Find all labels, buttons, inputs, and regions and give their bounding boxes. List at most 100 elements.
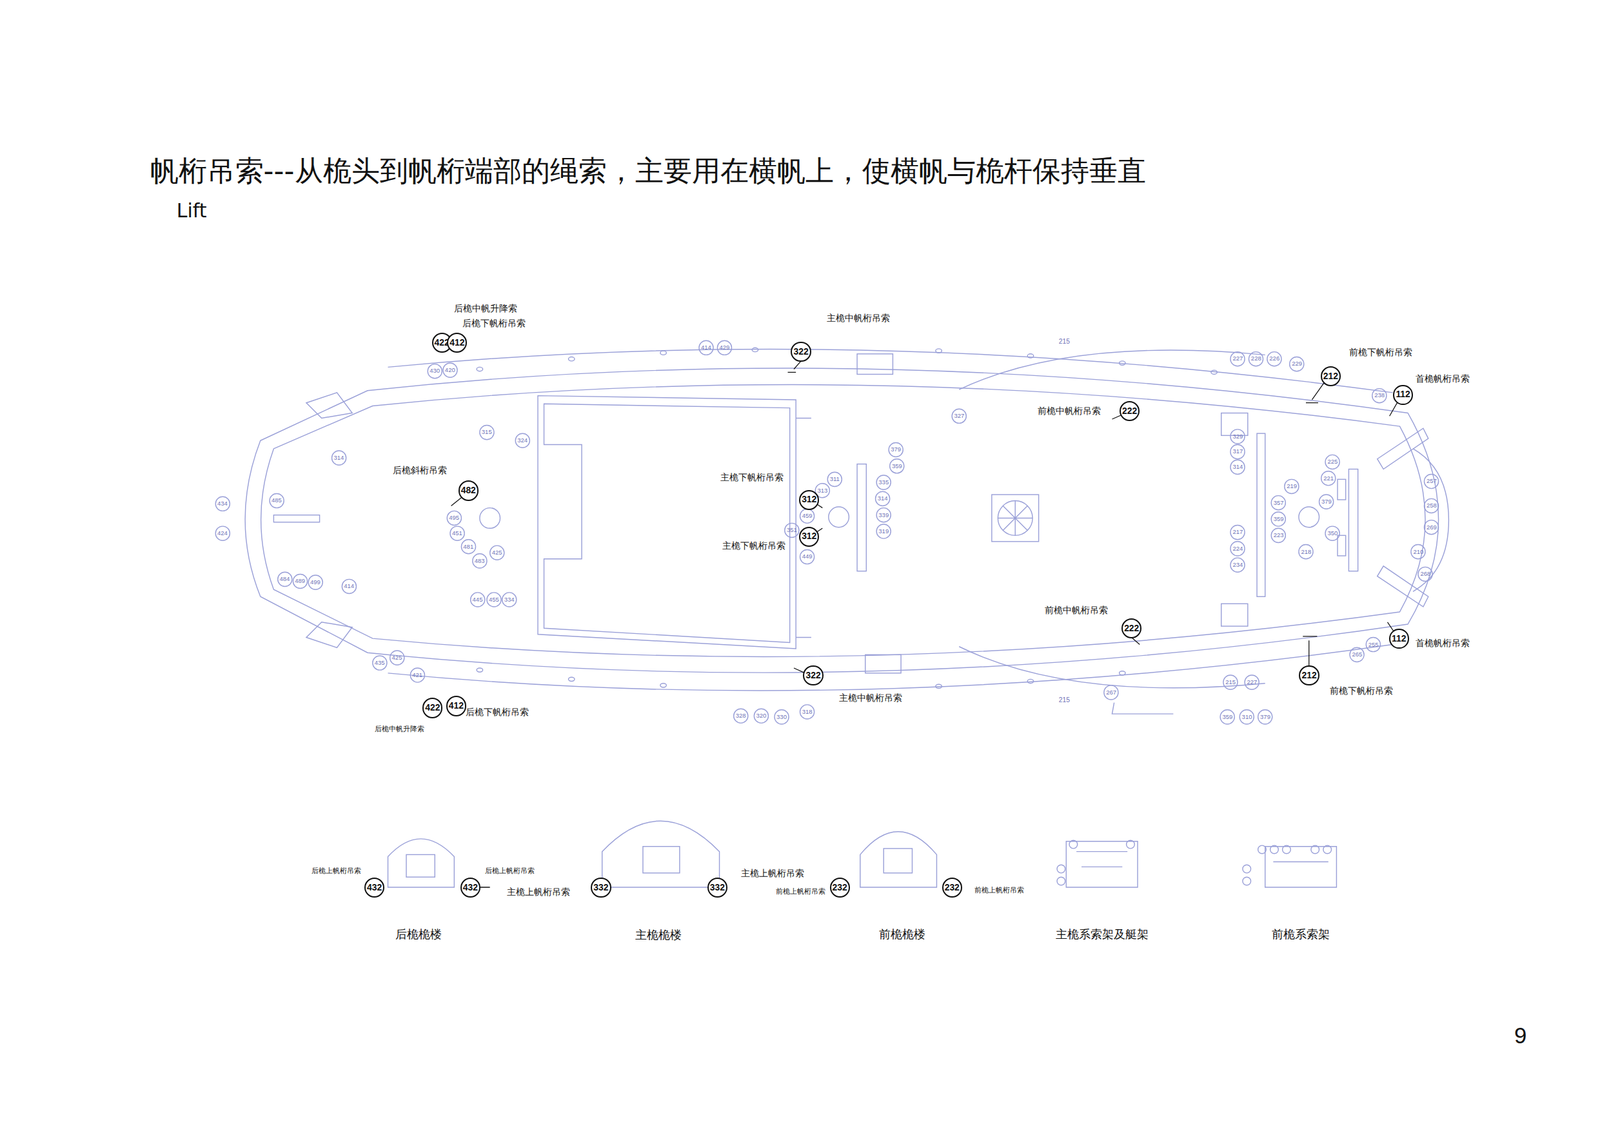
port xyxy=(568,357,574,362)
leader xyxy=(1305,382,1324,404)
stern-gallery xyxy=(306,392,353,648)
port xyxy=(476,366,483,371)
callout-ring xyxy=(1271,512,1286,527)
block xyxy=(1126,840,1136,849)
callout-circle: 482 xyxy=(458,480,479,501)
callout-ring xyxy=(1230,557,1245,573)
callout-ring xyxy=(1372,388,1387,404)
part-name: 后桅中帆升降索 xyxy=(454,303,518,314)
fore-rack xyxy=(1265,846,1337,888)
deck-fittings xyxy=(273,350,1449,714)
callout-number: 420 xyxy=(444,366,456,375)
callout-number: 449 xyxy=(802,553,813,561)
callout-ring xyxy=(292,573,307,589)
callout-number: 379 xyxy=(1321,498,1332,506)
callout-ring xyxy=(215,496,230,511)
hatch xyxy=(537,395,812,649)
caption-text: 主桅桅楼 xyxy=(635,928,682,943)
callout-number: 222 xyxy=(1122,406,1137,416)
callout-ring xyxy=(332,450,347,465)
callout-number: 379 xyxy=(890,446,901,454)
callout-ring xyxy=(1230,525,1245,540)
callout-number: 232 xyxy=(832,883,848,893)
callout-ring xyxy=(215,526,230,541)
callout-number: 359 xyxy=(1222,713,1234,721)
callout-ring xyxy=(461,539,476,554)
callout-number: 238 xyxy=(1374,392,1385,400)
callout-circle: 432 xyxy=(460,877,481,898)
port xyxy=(1119,361,1126,366)
port xyxy=(935,684,942,689)
callout-number: 350 xyxy=(1327,530,1339,538)
callout-number: 332 xyxy=(710,883,725,893)
callout-number: 357 xyxy=(1273,499,1284,507)
callout-circle: 222 xyxy=(1119,401,1140,422)
callout-ring xyxy=(372,655,387,671)
port xyxy=(660,350,667,355)
callout-circle: 112 xyxy=(1392,385,1413,405)
callout-number: 421 xyxy=(412,671,423,680)
part-name: 前桅上帆桁吊索 xyxy=(775,888,826,897)
callout-number: 425 xyxy=(492,549,503,557)
line-number: 215 xyxy=(1058,696,1070,705)
callout-ring xyxy=(1267,352,1282,367)
hatch-inner xyxy=(544,403,791,643)
callout-circle: 322 xyxy=(790,341,811,362)
part-name: Lift xyxy=(176,199,208,223)
callout-ring xyxy=(774,710,789,725)
callout-ring xyxy=(1248,352,1263,367)
block xyxy=(1258,845,1267,854)
pale-callouts xyxy=(215,340,1439,725)
callout-ring xyxy=(1321,471,1336,486)
callout-circle: 432 xyxy=(364,877,385,898)
callout-number: 332 xyxy=(593,883,609,893)
callout-number: 422 xyxy=(424,703,440,713)
leader xyxy=(1131,637,1141,645)
bitts xyxy=(1337,535,1346,556)
callout-number: 267 xyxy=(1106,689,1117,697)
block xyxy=(1242,877,1252,886)
callout-number: 215 xyxy=(1225,679,1236,687)
callout-ring xyxy=(1230,541,1245,556)
callout-number: 319 xyxy=(878,528,889,536)
line-number: 215 xyxy=(1058,337,1070,346)
callout-ring xyxy=(889,459,905,474)
callout-ring xyxy=(1319,494,1334,509)
callout-number: 217 xyxy=(1232,528,1243,536)
callout-ring xyxy=(1271,495,1286,511)
block xyxy=(1323,845,1332,854)
callout-number: 112 xyxy=(1391,634,1406,644)
callout-ring xyxy=(1230,459,1245,475)
fore-top xyxy=(860,831,938,888)
callout-number: 315 xyxy=(481,428,493,436)
callout-number: 310 xyxy=(1242,713,1253,721)
callout-number: 313 xyxy=(817,487,828,495)
callout-circle: 212 xyxy=(1320,366,1341,387)
leader xyxy=(788,361,802,373)
callout-number: 322 xyxy=(805,671,821,681)
tiller xyxy=(273,515,320,523)
callout-number: 222 xyxy=(1124,624,1139,634)
callout-number: 322 xyxy=(793,347,809,357)
caption-text: 主桅系索架及艇架 xyxy=(1055,928,1149,942)
rail xyxy=(388,644,1393,691)
callout-number: 314 xyxy=(1232,463,1243,471)
callout-ring xyxy=(1423,498,1439,513)
callout-number: 481 xyxy=(463,543,474,551)
port xyxy=(476,668,483,672)
callout-number: 314 xyxy=(333,454,344,462)
callout-number: 434 xyxy=(217,500,228,508)
ladder xyxy=(1221,603,1248,627)
callout-ring xyxy=(427,364,442,379)
callout-circle: 222 xyxy=(1121,618,1142,639)
ladder xyxy=(865,654,901,673)
callout-number: 429 xyxy=(719,344,730,352)
hatch-outline xyxy=(537,395,796,649)
callout-number: 430 xyxy=(429,367,440,375)
part-name: 后桅下帆桁吊索 xyxy=(465,706,529,718)
callout-number: 414 xyxy=(701,344,712,352)
callout-number: 327 xyxy=(953,412,965,420)
callout-ring xyxy=(951,408,967,424)
callout-number: 359 xyxy=(1273,515,1284,524)
